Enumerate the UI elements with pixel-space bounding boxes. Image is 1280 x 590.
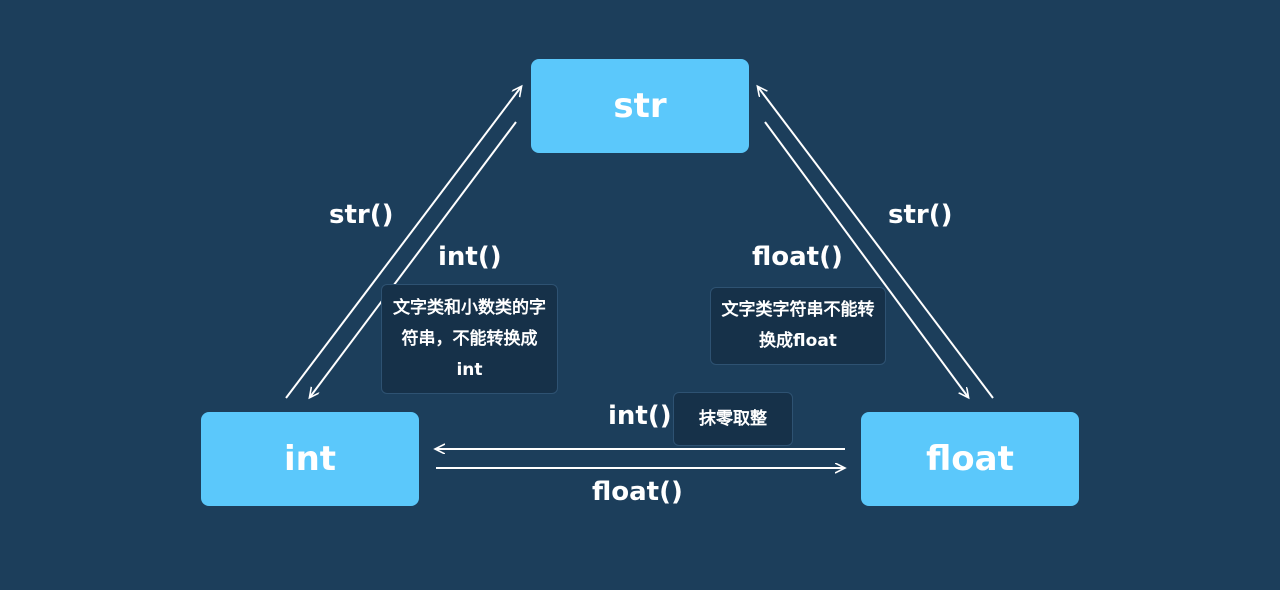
label-str-to-float: float() [752,242,843,272]
arrow-float-to-str [758,87,994,399]
arrow-int-to-str [285,87,521,399]
node-str: str [531,59,749,153]
node-int: int [201,412,419,506]
node-str-label: str [613,86,667,126]
node-float: float [861,412,1079,506]
arrow-str-to-int [310,121,517,397]
label-int-to-str: str() [329,200,394,230]
arrow-str-to-float [764,121,968,397]
note-str-to-int: 文字类和小数类的字符串，不能转换成int [381,284,558,394]
label-str-to-int: int() [438,242,502,272]
node-float-label: float [926,439,1014,479]
label-float-to-int: int() [608,401,672,431]
note-str-to-float: 文字类字符串不能转换成float [710,287,886,365]
label-int-to-float: float() [592,477,683,507]
label-float-to-str: str() [888,200,953,230]
note-float-to-int: 抹零取整 [673,392,793,446]
node-int-label: int [283,439,337,479]
